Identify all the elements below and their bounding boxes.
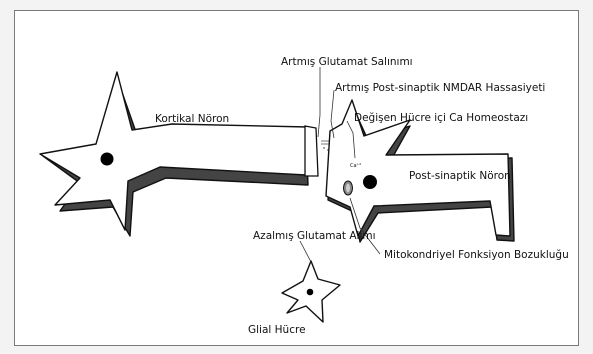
label-nmdar-sensitivity: Artmış Post-sinaptik NMDAR Hassasiyeti <box>335 82 545 94</box>
label-glial-cell: Glial Hücre <box>248 324 306 336</box>
leader-glutamate-uptake <box>300 241 311 262</box>
label-postsynaptic-neuron: Post-sinaptik Nöron <box>409 170 511 182</box>
axon-terminal <box>305 126 318 176</box>
leader-glutamate-release <box>318 67 320 137</box>
label-glutamate-uptake: Azalmış Glutamat Alımı <box>253 230 376 242</box>
glial-cell-nucleus <box>307 289 314 296</box>
cortical-neuron-nucleus <box>101 153 114 166</box>
label-mitochondrial-dysfunction: Mitokondriyel Fonksiyon Bozukluğu <box>384 249 569 261</box>
label-ca-homeostasis: Değişen Hücre içi Ca Homeostazı <box>354 112 528 124</box>
label-calcium-ion: Ca⁺² <box>350 163 361 169</box>
postsynaptic-neuron-nucleus <box>363 175 377 189</box>
label-glutamate-release: Artmış Glutamat Salınımı <box>281 56 413 68</box>
label-cortical-neuron: Kortikal Nöron <box>155 113 229 125</box>
